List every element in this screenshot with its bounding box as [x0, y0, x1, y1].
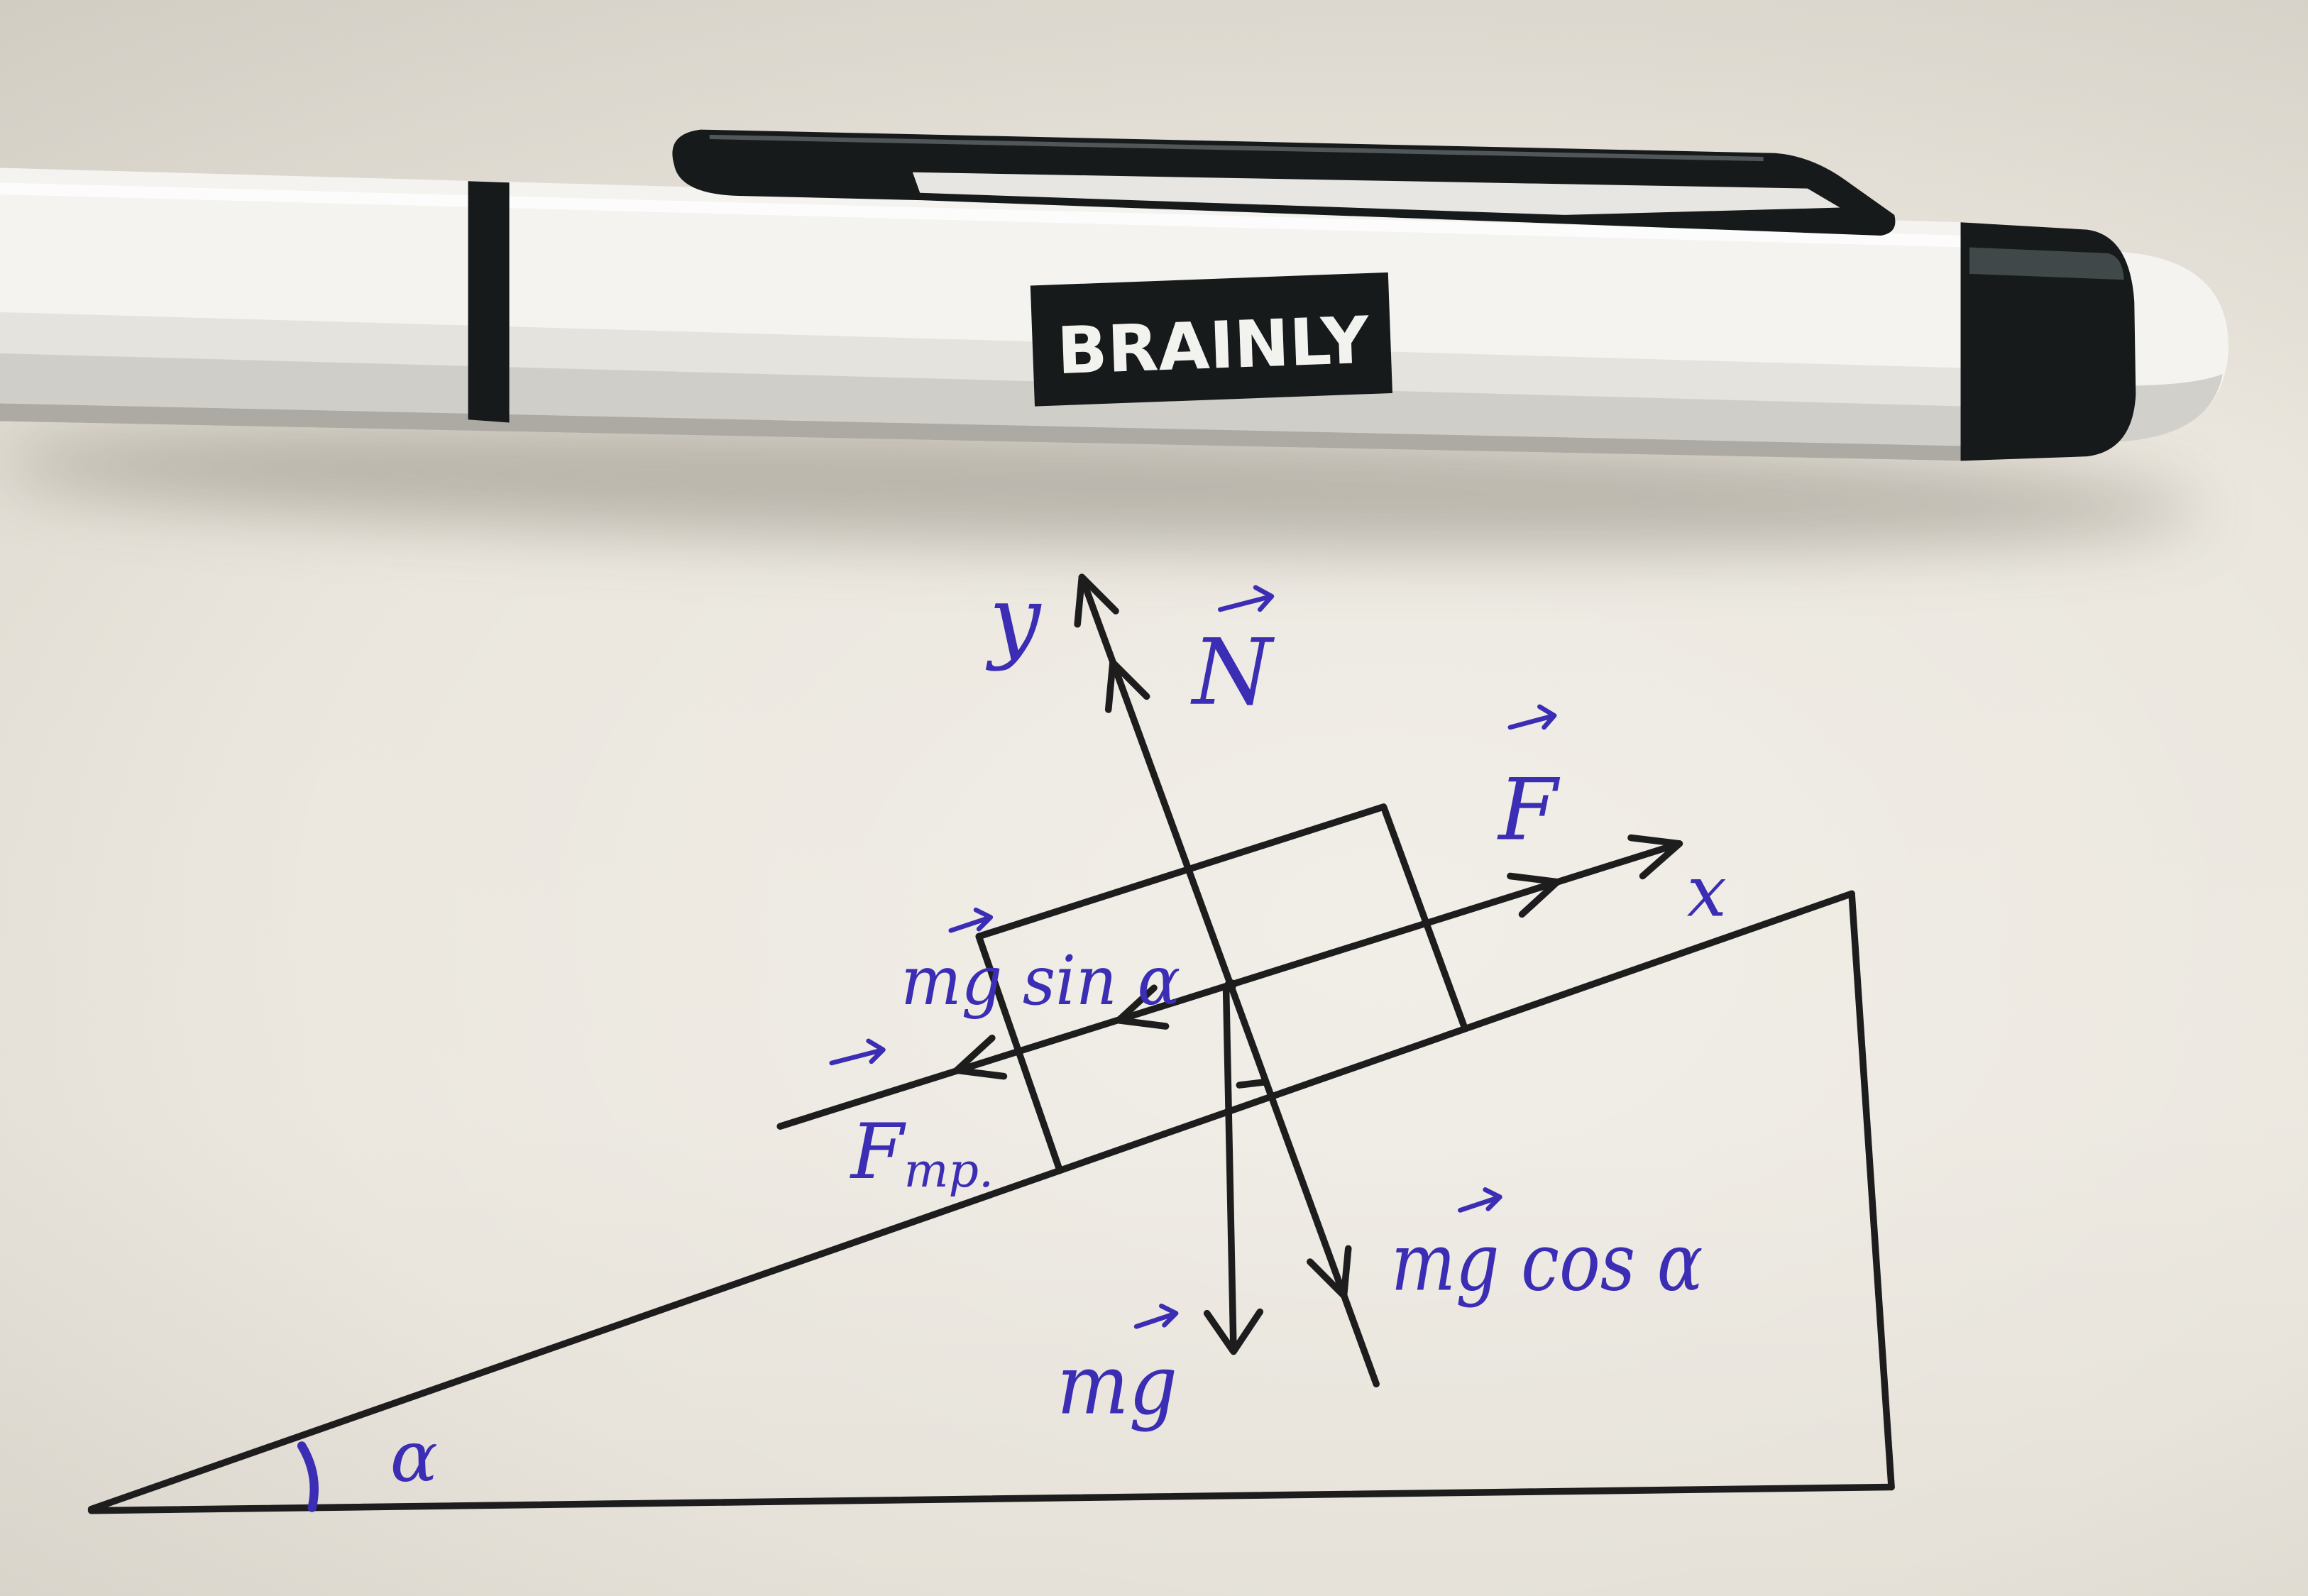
incline-hypotenuse [87, 890, 1855, 1513]
brainly-logo-text: BRAINLY [1056, 302, 1371, 389]
gravity-force-line [1222, 986, 1237, 1354]
y-axis-arrowhead [1074, 573, 1119, 628]
angle-arc [297, 1441, 319, 1512]
normal-force-arrowhead [1104, 659, 1150, 713]
mg-sin-arrowhead [1115, 984, 1170, 1030]
friction-force-vector-arrow [829, 1038, 886, 1066]
normal-force-vector-arrow [1218, 585, 1275, 612]
pen: BRAINLY [0, 129, 2229, 461]
brainly-logo-box [1030, 272, 1392, 407]
friction-force-label: Fтр. [850, 1108, 994, 1198]
mg-sin-label: mg sin α [901, 941, 1180, 1020]
pen-clip-highlight [709, 134, 1764, 162]
incline-base [87, 1483, 1895, 1514]
y-axis-label: y [986, 567, 1042, 673]
mg-cos-label: mg cos α [1391, 1216, 1703, 1309]
mg-cos-vector-arrow [1458, 1187, 1502, 1213]
applied-force-arrowhead [1507, 872, 1561, 918]
friction-force-symbol: F [850, 1108, 906, 1196]
angle-label: α [390, 1416, 438, 1498]
normal-force-label: N [1190, 620, 1275, 726]
mg-cos-arrowhead [1307, 1245, 1352, 1299]
friction-force-arrowhead [953, 1034, 1008, 1080]
applied-force-vector-arrow [1507, 704, 1557, 730]
pen-clip-slot [912, 172, 1840, 215]
pen-tip-shading [2119, 373, 2223, 442]
friction-force-subscript: тр. [904, 1143, 994, 1198]
pen-barrel-highlight [0, 182, 1967, 248]
mg-sin-vector-arrow [948, 907, 994, 933]
pen-cap-highlight [1969, 247, 2124, 280]
gravity-force-arrowhead [1203, 1308, 1264, 1355]
x-axis-label: x [1687, 851, 1727, 932]
pen-ring [468, 181, 510, 423]
applied-force-label: F [1497, 761, 1560, 860]
pen-cap-band [1960, 222, 2136, 461]
gravity-force-label: mg [1057, 1338, 1177, 1433]
right-angle-tick [1236, 1079, 1268, 1089]
incline-diagram [87, 573, 1895, 1514]
gravity-force-vector-arrow [1133, 1303, 1179, 1329]
x-axis-arrowhead [1627, 834, 1683, 880]
force-origin-point [1224, 979, 1237, 991]
force-labels: y N F x mg sin α Fтр. mg mg cos α α [390, 567, 1727, 1498]
incline-height [1848, 890, 1895, 1491]
